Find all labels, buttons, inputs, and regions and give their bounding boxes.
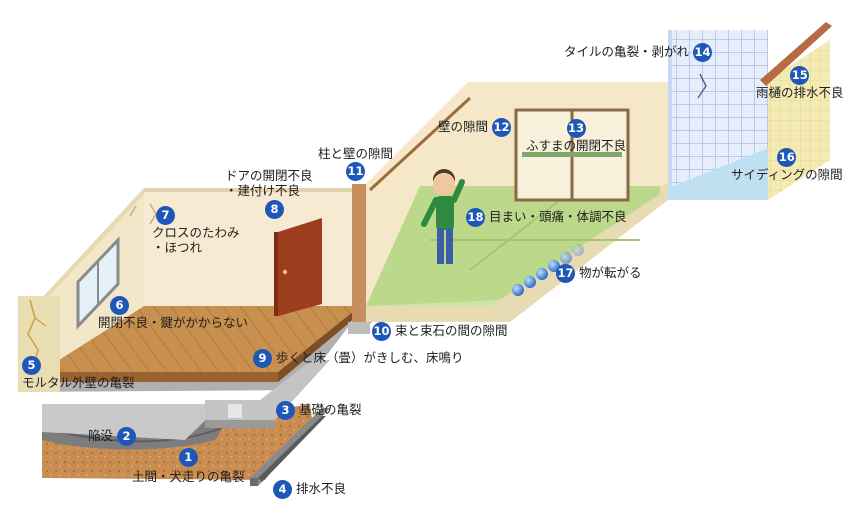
callout-9-number: 9 xyxy=(253,349,272,368)
callout-15: 15 雨樋の排水不良 xyxy=(756,66,844,100)
callout-6: 6 開閉不良・鍵がかからない xyxy=(98,296,248,330)
callout-16-number: 16 xyxy=(777,148,796,167)
callout-18-text: 目まい・頭痛・体調不良 xyxy=(489,210,627,224)
callout-12-text: 壁の隙間 xyxy=(438,120,488,134)
callout-8: ドアの開閉不良 ・建付け不良 8 xyxy=(225,169,313,219)
callout-17: 17 物が転がる xyxy=(556,264,642,283)
callout-5-text: モルタル外壁の亀裂 xyxy=(22,376,135,390)
callout-10-number: 10 xyxy=(372,322,391,341)
callout-6-number: 6 xyxy=(110,296,129,315)
callout-9-text: 歩くと床（畳）がきしむ、床鳴り xyxy=(276,351,464,365)
callout-1-text: 土間・犬走りの亀裂 xyxy=(132,470,245,484)
callout-9: 9 歩くと床（畳）がきしむ、床鳴り xyxy=(253,349,464,368)
callout-13-number: 13 xyxy=(567,119,586,138)
callout-10-text: 束と束石の間の隙間 xyxy=(395,324,508,338)
callout-4-text: 排水不良 xyxy=(296,482,346,496)
callout-7-text-line2: ・ほつれ xyxy=(152,241,202,255)
callout-17-number: 17 xyxy=(556,264,575,283)
callout-11-text: 柱と壁の隙間 xyxy=(318,147,393,161)
callout-11: 柱と壁の隙間 11 xyxy=(318,147,393,181)
callout-12-number: 12 xyxy=(492,118,511,137)
callout-2: 2 陥没 xyxy=(88,427,136,446)
callout-7-number: 7 xyxy=(156,206,175,225)
callout-14-number: 14 xyxy=(693,43,712,62)
callout-2-text: 陥没 xyxy=(88,429,113,443)
callout-16-text: サイディングの隙間 xyxy=(731,168,843,182)
callout-14-text: タイルの亀裂・剥がれ xyxy=(564,45,689,59)
callout-18: 18 目まい・頭痛・体調不良 xyxy=(466,208,627,227)
callout-5: 5 モルタル外壁の亀裂 xyxy=(22,356,135,390)
callout-10: 10 束と束石の間の隙間 xyxy=(372,322,508,341)
callout-15-number: 15 xyxy=(790,66,809,85)
door xyxy=(274,218,322,316)
callout-1: 1 土間・犬走りの亀裂 xyxy=(132,448,245,484)
callout-17-text: 物が転がる xyxy=(579,266,642,280)
callout-11-number: 11 xyxy=(346,162,365,181)
callout-18-number: 18 xyxy=(466,208,485,227)
callout-5-number: 5 xyxy=(22,356,41,375)
callout-12: 壁の隙間 12 xyxy=(438,118,511,137)
callout-3-text: 基礎の亀裂 xyxy=(299,403,362,417)
callout-4-number: 4 xyxy=(273,480,292,499)
callout-8-text-line1: ドアの開閉不良 xyxy=(225,169,313,183)
callout-1-number: 1 xyxy=(179,448,198,467)
callout-3: 3 基礎の亀裂 xyxy=(276,401,362,420)
callout-13: 13 ふすまの開閉不良 xyxy=(526,119,626,153)
callout-6-text: 開閉不良・鍵がかからない xyxy=(98,316,248,330)
callout-7-text-line1: クロスのたわみ xyxy=(152,226,240,240)
callout-8-number: 8 xyxy=(265,200,284,219)
callout-16: 16 サイディングの隙間 xyxy=(731,148,843,182)
callout-3-number: 3 xyxy=(276,401,295,420)
callout-14: タイルの亀裂・剥がれ 14 xyxy=(564,43,712,62)
callout-15-text: 雨樋の排水不良 xyxy=(756,86,844,100)
callout-13-text: ふすまの開閉不良 xyxy=(526,139,626,153)
callout-8-text-line2: ・建付け不良 xyxy=(225,184,300,198)
callout-2-number: 2 xyxy=(117,427,136,446)
callout-4: 4 排水不良 xyxy=(273,480,346,499)
